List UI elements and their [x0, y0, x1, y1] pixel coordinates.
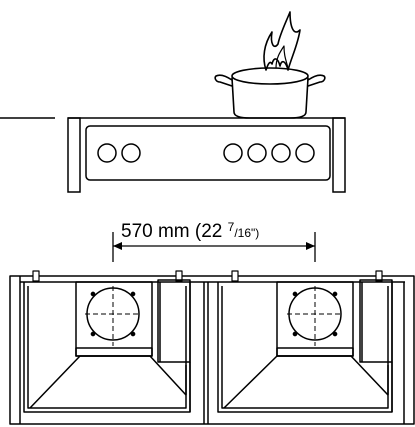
dimension-value: 570 mm (22 [121, 221, 222, 242]
dimension-annotation: 570 mm (22 7/16") [112, 220, 316, 262]
hood-outer-frame [9, 275, 415, 425]
knob-icon [121, 143, 141, 163]
range-front [67, 117, 346, 193]
pot-handle-right [307, 74, 326, 87]
flame-icon [263, 11, 301, 71]
dimension-fraction-denominator: /16") [234, 226, 259, 240]
control-box-left [157, 279, 191, 363]
vent-hood [9, 270, 415, 425]
arrow-left-icon [113, 242, 122, 250]
knob-icon [97, 143, 117, 163]
control-panel [85, 125, 331, 181]
mounting-screws [32, 270, 383, 282]
knob-icon [223, 143, 243, 163]
dimension-fraction-numerator: 7 [228, 220, 235, 234]
arrow-right-icon [306, 242, 315, 250]
knob-icon [247, 143, 267, 163]
range-right-side [332, 117, 346, 193]
pot-handle-left [214, 74, 233, 87]
pot-rim [231, 67, 309, 85]
control-box-right [359, 279, 393, 363]
dimension-label: 570 mm (22 7/16") [121, 220, 259, 242]
knob-icon [295, 143, 315, 163]
hood-module-right [217, 279, 393, 413]
knob-icon [271, 143, 291, 163]
pot-with-flames [214, 11, 326, 119]
hood-module-left [23, 279, 191, 413]
range-left-side [67, 117, 81, 193]
